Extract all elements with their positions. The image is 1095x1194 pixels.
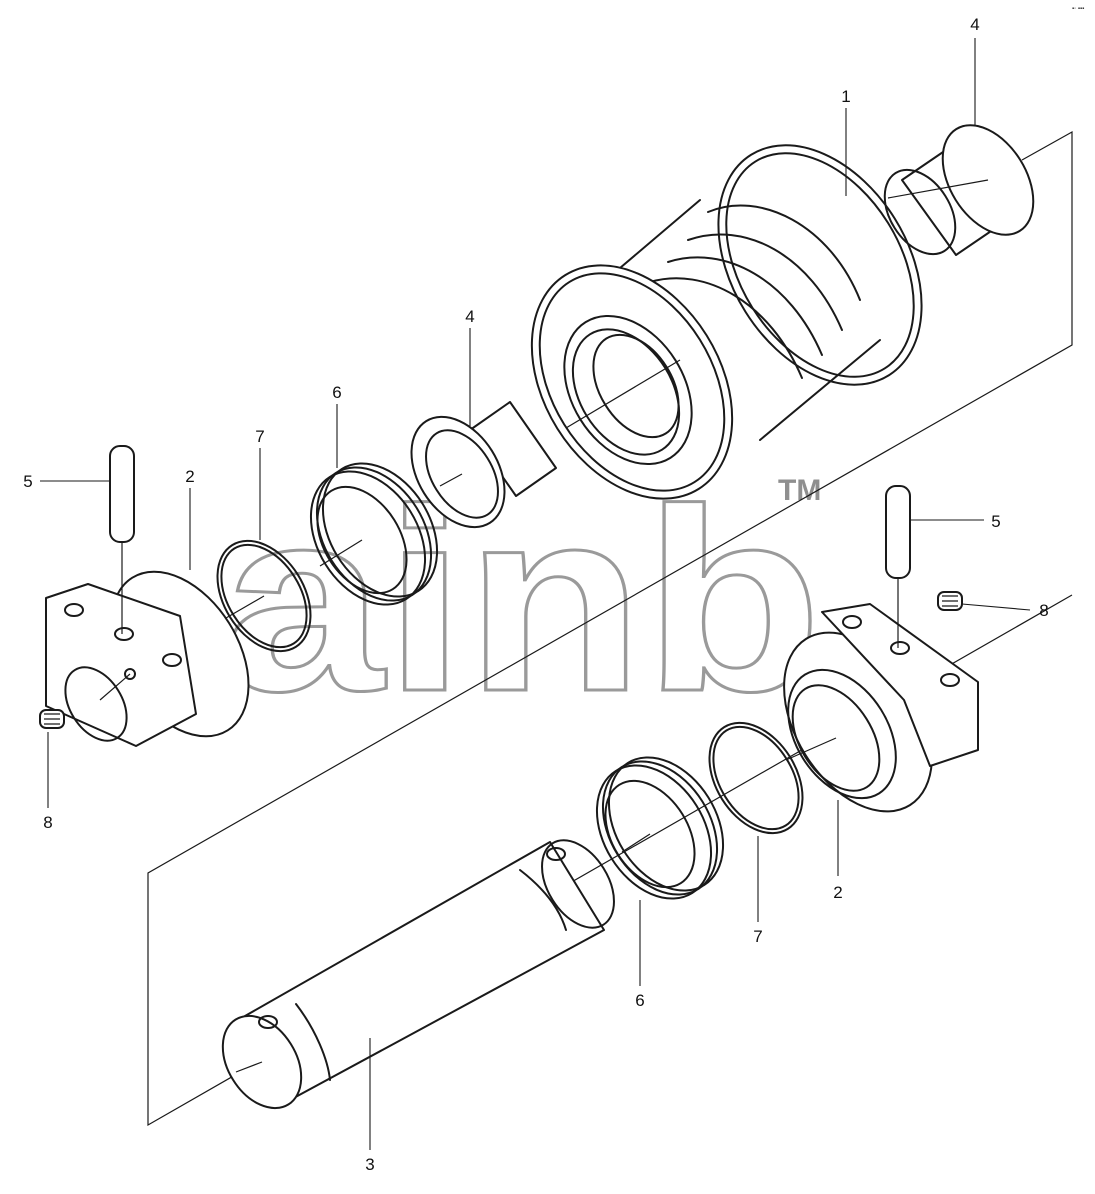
callout-1: 1 [841, 87, 850, 106]
leader-lines [40, 38, 1031, 1150]
roller-part-1 [530, 144, 923, 500]
callout-5-right: 5 [991, 512, 1000, 531]
callout-7-right: 7 [753, 927, 762, 946]
pin-part-5-right [885, 485, 911, 579]
callout-4-rear: 4 [970, 15, 979, 34]
callout-3: 3 [365, 1155, 374, 1174]
end-collar-part-2-right [783, 603, 979, 813]
end-collar-part-2-left [45, 570, 250, 747]
callout-7-left: 7 [255, 427, 264, 446]
callout-6-left: 6 [332, 383, 341, 402]
callout-6-right: 6 [635, 991, 644, 1010]
fitting-part-8-right [937, 591, 963, 611]
pin-part-5-left [109, 445, 135, 543]
o-ring-part-7-left [216, 539, 312, 653]
watermark-text: ainb [222, 456, 822, 746]
callout-2-right: 2 [833, 883, 842, 902]
o-ring-part-7-right [708, 721, 804, 835]
seal-part-6-right [595, 756, 725, 900]
callout-8-right: 8 [1039, 601, 1048, 620]
callout-4-front: 4 [465, 307, 474, 326]
fitting-part-8-left [39, 709, 65, 729]
axis-lines [99, 179, 989, 1073]
callout-2-left: 2 [185, 467, 194, 486]
callout-5-left: 5 [23, 472, 32, 491]
corner-mark: ▪◦ ▪▪▪ [1072, 6, 1084, 12]
bushing-part-4-front [410, 401, 557, 529]
watermark: ainb TM [221, 455, 824, 748]
callout-8-left: 8 [43, 813, 52, 832]
shaft-part-3 [221, 839, 615, 1110]
callouts: 1 2 2 3 4 4 5 5 6 6 7 7 8 8 [23, 15, 1048, 1174]
watermark-trademark: TM [778, 474, 821, 507]
